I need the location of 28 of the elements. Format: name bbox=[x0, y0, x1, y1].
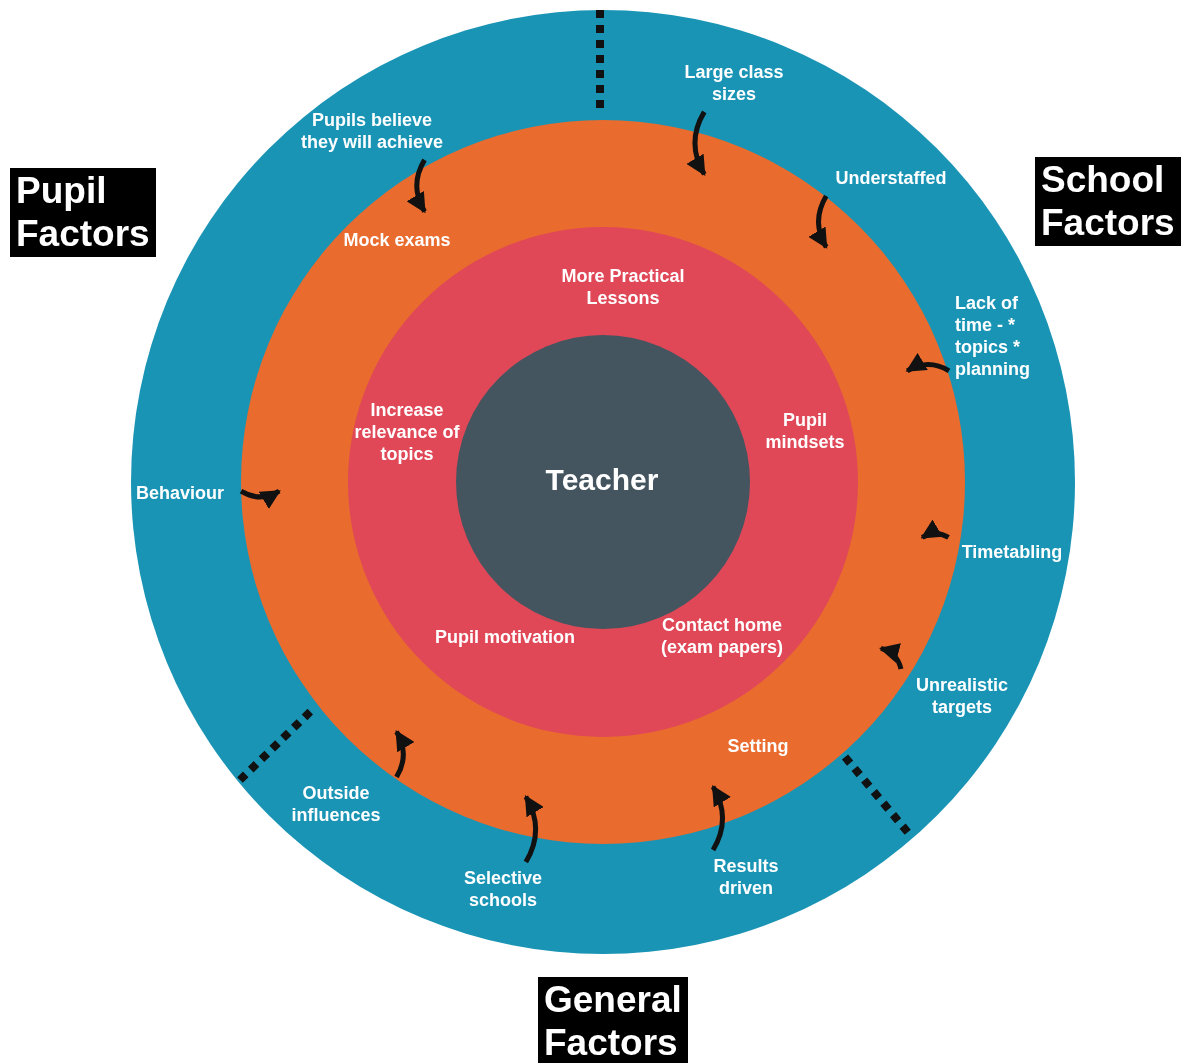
factor-label: Selective schools bbox=[448, 868, 558, 912]
factor-label: Understaffed bbox=[826, 168, 956, 190]
section-label: School Factors bbox=[1035, 157, 1181, 247]
ring-text: Mock exams bbox=[342, 230, 452, 252]
curved-arrow bbox=[808, 194, 829, 249]
factor-label: Lack of time - * topics * planning bbox=[955, 293, 1045, 381]
factor-label: Timetabling bbox=[954, 542, 1070, 564]
curved-arrow bbox=[920, 519, 950, 540]
factor-label: Pupils believe they will achieve bbox=[297, 110, 447, 154]
ring-text: Setting bbox=[726, 736, 790, 758]
ring-text: Pupil mindsets bbox=[764, 410, 846, 454]
curved-arrow bbox=[905, 353, 951, 373]
ring-text: Contact home (exam papers) bbox=[659, 615, 785, 659]
center-title: Teacher bbox=[544, 462, 660, 498]
section-label: Pupil Factors bbox=[10, 168, 156, 258]
factor-label: Results driven bbox=[696, 856, 796, 900]
section-label: General Factors bbox=[538, 977, 688, 1063]
curved-arrow bbox=[394, 729, 414, 779]
factor-label: Behaviour bbox=[125, 483, 235, 505]
factor-label: Unrealistic targets bbox=[907, 675, 1017, 719]
ring-text: Pupil motivation bbox=[434, 627, 576, 649]
curved-arrow bbox=[710, 785, 731, 852]
curved-arrow bbox=[879, 644, 904, 670]
factor-label: Large class sizes bbox=[674, 62, 794, 106]
curved-arrow bbox=[239, 489, 281, 509]
ring-text: More Practical Lessons bbox=[560, 266, 686, 310]
ring-text: Increase relevance of topics bbox=[353, 400, 461, 466]
factor-label: Outside influences bbox=[281, 783, 391, 827]
